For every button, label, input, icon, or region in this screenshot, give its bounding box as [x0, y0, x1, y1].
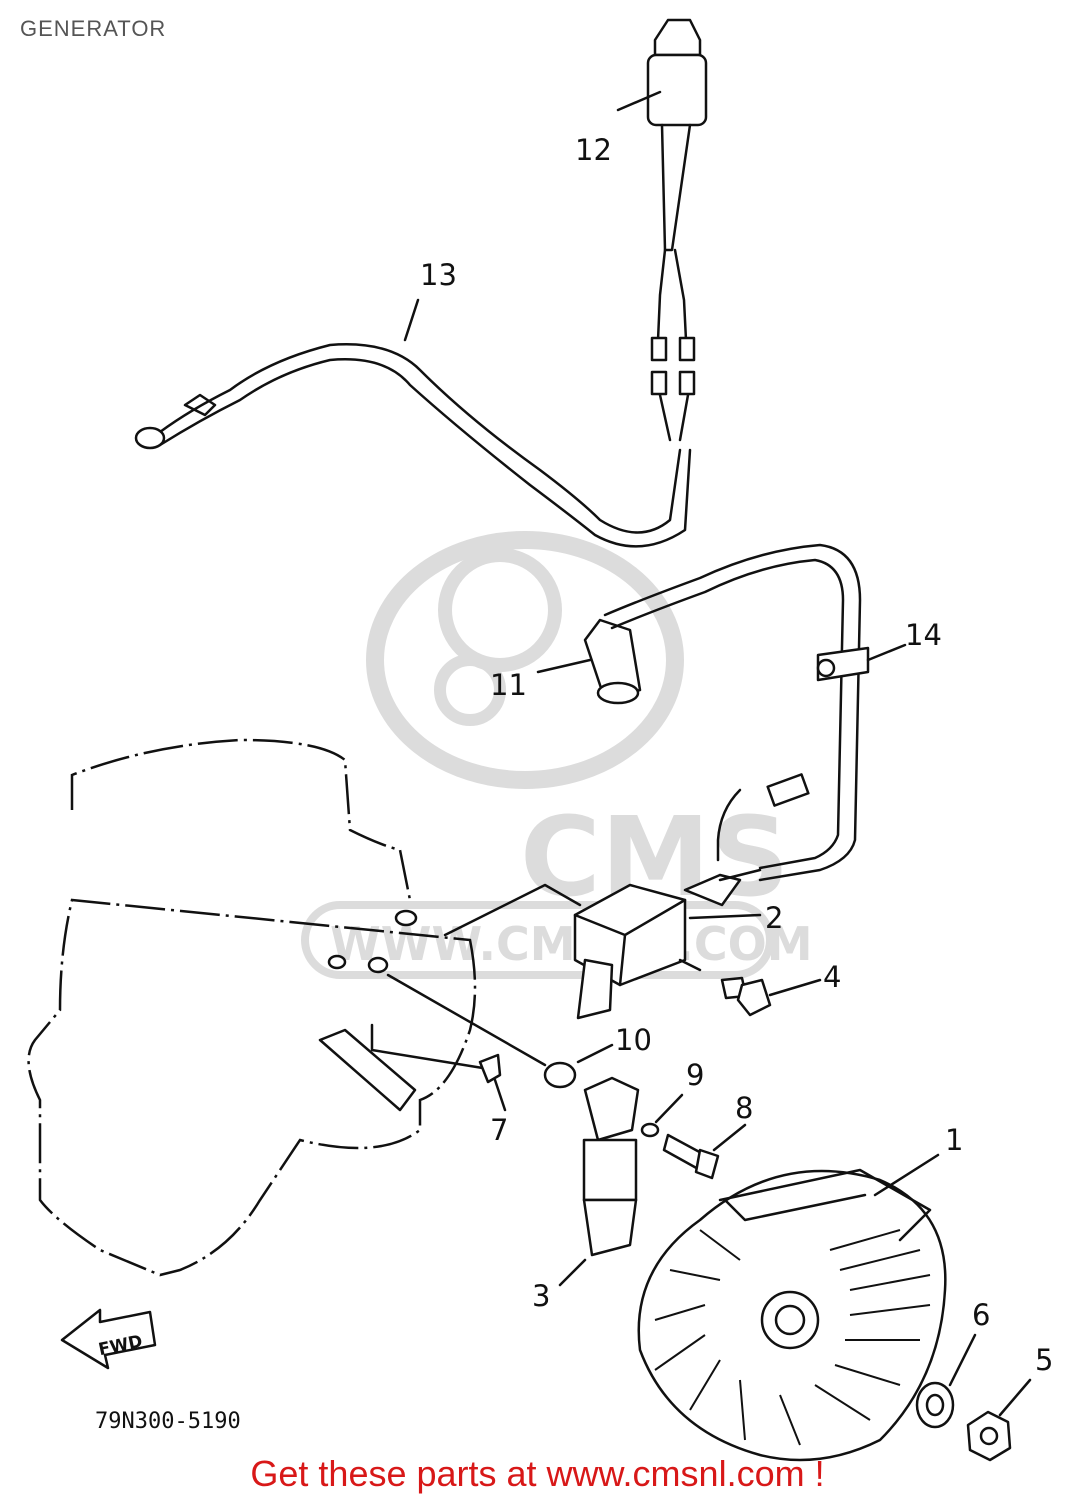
label-part-3: 3 — [532, 1279, 550, 1313]
label-part-13: 13 — [420, 258, 457, 292]
part-3-pulser-coil — [558, 1076, 640, 1287]
footer-parts-link[interactable]: Get these parts at www.cmsnl.com ! — [250, 1453, 825, 1494]
part-1-flywheel — [637, 1153, 947, 1462]
cms-watermark: CMS WWW.CMSNL.COM — [301, 531, 813, 979]
label-part-9: 9 — [686, 1058, 704, 1092]
label-part-4: 4 — [823, 960, 841, 994]
page-title: GENERATOR — [20, 16, 167, 41]
part-5-nut — [966, 1378, 1032, 1462]
label-part-12: 12 — [575, 133, 612, 167]
label-part-2: 2 — [765, 901, 783, 935]
part-11-plug-cap — [536, 543, 862, 882]
part-9-washer — [640, 1093, 684, 1138]
diagram-code: 79N300-5190 — [95, 1409, 241, 1434]
part-4-bolt — [720, 976, 822, 1017]
watermark-url: WWW.CMSNL.COM — [330, 917, 813, 971]
label-part-7: 7 — [490, 1113, 508, 1147]
part-7-pin — [318, 1023, 507, 1112]
part-8-screw — [662, 1123, 747, 1180]
label-part-8: 8 — [735, 1091, 753, 1125]
label-part-5: 5 — [1035, 1343, 1053, 1377]
part-14-clamp — [816, 643, 907, 682]
crankcase-outline — [27, 738, 477, 1277]
fwd-arrow-icon: FWD — [60, 1308, 157, 1370]
label-part-14: 14 — [905, 618, 942, 652]
label-part-10: 10 — [615, 1023, 652, 1057]
part-12-sensor — [616, 18, 708, 362]
part-13-lead-wire — [134, 298, 696, 548]
label-part-6: 6 — [972, 1298, 990, 1332]
label-part-11: 11 — [490, 668, 527, 702]
part-6-washer — [915, 1333, 977, 1429]
part-10-collar — [327, 954, 614, 1089]
label-part-1: 1 — [945, 1123, 963, 1157]
part-2-ignition-coil — [394, 773, 810, 1020]
